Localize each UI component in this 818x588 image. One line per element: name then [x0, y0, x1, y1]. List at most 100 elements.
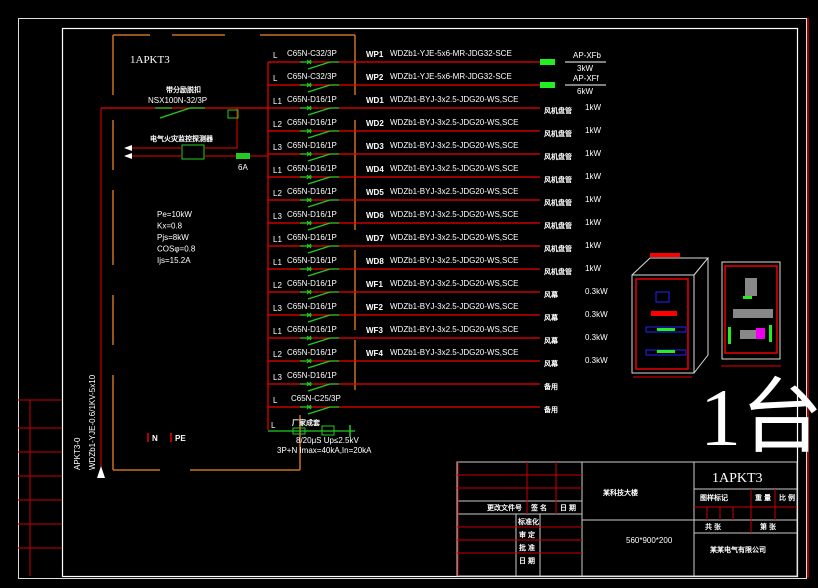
circuit-id: WP2 [366, 73, 384, 82]
panel-name: 1APKT3 [130, 54, 170, 66]
quantity-label: 1台 [700, 372, 818, 463]
phase-label: L3 [273, 304, 282, 313]
load-power: 1kW [585, 172, 601, 181]
circuit-row: L3 C65N-D16/1P 备用 [268, 371, 558, 392]
circuit-rows: L C65N-C32/3P WP1 WDZb1-YJE-5x6-MR-JDG32-SC… [268, 49, 608, 415]
company-name: 某某电气有限公司 [709, 545, 766, 554]
date2-label: 日 期 [519, 556, 535, 565]
fuse-label: 6A [238, 163, 248, 172]
phase-label: L3 [273, 212, 282, 221]
cable-spec: WDZb1-BYJ-3x2.5-JDG20-WS,SCE [390, 164, 518, 173]
cabinet-front-view [631, 253, 710, 378]
cable-spec: WDZb1-BYJ-3x2.5-JDG20-WS,SCE [390, 279, 518, 288]
breaker-icon [300, 128, 339, 139]
load-power: 1kW [585, 264, 601, 273]
incoming-cable: WDZb1-YJE-0.6/1KV-5x10 [88, 374, 97, 470]
cable-spec: WDZb1-BYJ-3x2.5-JDG20-WS,SCE [390, 302, 518, 311]
phase-label: L [273, 396, 278, 405]
load-name: 风机盘管 [544, 198, 572, 207]
circuit-id: WF4 [366, 349, 383, 358]
cable-spec: WDZb1-BYJ-3x2.5-JDG20-WS,SCE [390, 95, 518, 104]
breaker-label: C65N-D16/1P [287, 325, 337, 334]
fuse-icon [236, 153, 250, 159]
circuit-id: WD5 [366, 188, 384, 197]
spd-phase: L [271, 421, 276, 430]
load-power: 0.3kW [585, 333, 608, 342]
breaker-label: C65N-D16/1P [287, 210, 337, 219]
breaker-label: C65N-C32/3P [287, 72, 337, 81]
breaker-icon [300, 381, 339, 392]
load-name: 风机盘管 [544, 129, 572, 138]
circuit-id: WD4 [366, 165, 384, 174]
breaker-icon [300, 335, 339, 346]
load-box-icon [540, 82, 555, 88]
load-name: 风机盘管 [544, 175, 572, 184]
cable-spec: WDZb1-BYJ-3x2.5-JDG20-WS,SCE [390, 233, 518, 242]
breaker-icon [300, 358, 339, 369]
review-label: 审 定 [519, 530, 535, 539]
breaker-icon [300, 312, 339, 323]
load-name: 风幕 [544, 359, 559, 368]
cable-spec: WDZb1-BYJ-3x2.5-JDG20-WS,SCE [390, 210, 518, 219]
cable-spec: WDZb1-BYJ-3x2.5-JDG20-WS,SCE [390, 256, 518, 265]
param-line: Pe=10kW [157, 210, 192, 219]
change-no-label: 更改文件号 [487, 503, 522, 512]
fire-monitor-icon [181, 144, 205, 160]
main-breaker-note: 带分励脱扣 [166, 85, 201, 94]
phase-label: L2 [273, 350, 282, 359]
breaker-icon [300, 174, 339, 185]
monitor-line [204, 108, 238, 149]
main-breaker-icon [155, 107, 205, 119]
load-power: 6kW [577, 87, 593, 96]
total-sheets-label: 共 张 [705, 522, 722, 531]
sheet-label: 第 张 [760, 522, 777, 531]
phase-label: L2 [273, 281, 282, 290]
param-line: Ijs=15.2A [157, 256, 191, 265]
breaker-label: C65N-D16/1P [287, 187, 337, 196]
load-name: AP-XFf [573, 74, 600, 83]
cabinet-size: 560*900*200 [626, 536, 673, 545]
breaker-label: C65N-D16/1P [287, 233, 337, 242]
load-name: 风机盘管 [544, 267, 572, 276]
spd-label: 厂家成套 [292, 418, 321, 427]
breaker-icon [300, 151, 339, 162]
spd-rating-2: 3P+N Imax=40kA,In=20kA [277, 446, 372, 455]
breaker-label: C65N-D16/1P [287, 348, 337, 357]
phase-label: L1 [273, 97, 282, 106]
fire-monitor-label: 电气火灾监控探测器 [150, 134, 214, 143]
circuit-id: WD2 [366, 119, 384, 128]
cable-spec: WDZb1-YJE-5x6-MR-JDG32-SCE [390, 49, 512, 58]
load-power: 0.3kW [585, 356, 608, 365]
load-power: 1kW [585, 149, 601, 158]
load-power: 1kW [585, 126, 601, 135]
sensor-icon [227, 109, 239, 119]
load-power: 1kW [585, 218, 601, 227]
breaker-icon [300, 243, 339, 254]
breaker-label: C65N-D16/1P [287, 164, 337, 173]
mark-label: 图样标记 [700, 493, 728, 502]
breaker-label: C65N-D16/1P [287, 95, 337, 104]
load-name: 风幕 [544, 290, 559, 299]
load-name: 风机盘管 [544, 244, 572, 253]
cable-spec: WDZb1-BYJ-3x2.5-JDG20-WS,SCE [390, 187, 518, 196]
circuit-id: WD1 [366, 96, 384, 105]
left-margin-table [18, 399, 62, 576]
signal-arrows-icon [124, 145, 182, 159]
incoming-source: APKT3-0 [73, 437, 82, 470]
breaker-label: C65N-C32/3P [287, 49, 337, 58]
circuit-id: WP1 [366, 50, 384, 59]
phase-label: L3 [273, 373, 282, 382]
breaker-label: C65N-D16/1P [287, 371, 337, 380]
load-name: 备用 [543, 382, 558, 391]
phase-label: L1 [273, 166, 282, 175]
spd-rating-1: 8/20μS Up≤2.5kV [296, 436, 359, 445]
circuit-row: L1 C65N-D16/1P WD1 WDZb1-BYJ-3x2.5-JDG20-WS… [268, 95, 601, 116]
surge-protector: L 厂家成套 8/20μS Up≤2.5kV 3P+N Imax=40kA,In… [268, 418, 372, 455]
cable-spec: WDZb1-BYJ-3x2.5-JDG20-WS,SCE [390, 348, 518, 357]
